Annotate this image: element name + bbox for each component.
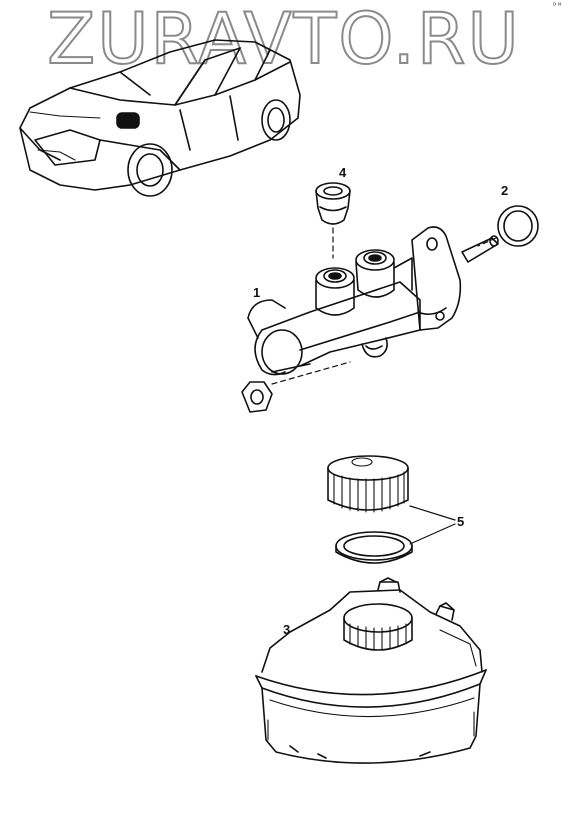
- callout-3: 3: [283, 622, 291, 637]
- watermark-text: ZURAVTO.RU: [46, 0, 521, 80]
- part-5-reservoir-cap: [327, 455, 409, 513]
- part-4-seal: [315, 182, 351, 225]
- nut-fitting: [241, 381, 273, 413]
- part-1-master-cylinder: [247, 226, 499, 376]
- car-illustration: [19, 39, 301, 197]
- part-5-seal-ring: [335, 531, 413, 564]
- part-2-o-ring: [497, 205, 539, 247]
- callout-5: 5: [457, 514, 465, 529]
- callout-4: 4: [339, 165, 347, 180]
- highlight-marker: [116, 112, 140, 129]
- callout-1: 1: [253, 285, 261, 300]
- part-3-reservoir: [255, 577, 487, 764]
- callout-2: 2: [501, 183, 509, 198]
- corner-mark: ᴰᴺ: [552, 1, 562, 10]
